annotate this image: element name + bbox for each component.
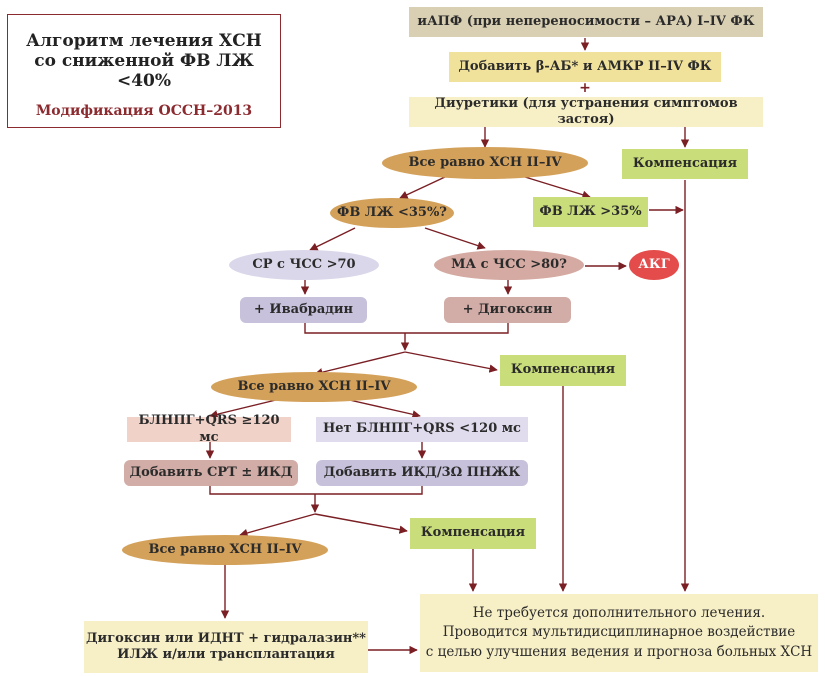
node-no-treatment-line2: Проводится мультидисциплинарное воздейст…: [442, 624, 796, 641]
node-add-ba-label: Добавить β-АБ* и АМКР II–IV ФК: [458, 58, 712, 74]
node-ma-hr-label: МА с ЧСС >80?: [451, 256, 567, 272]
node-add-ba: Добавить β-АБ* и АМКР II–IV ФК: [449, 52, 721, 82]
arrow-merge-to-comp2: [404, 351, 498, 373]
node-compensation-2: Компенсация: [500, 355, 626, 386]
node-akg-label: АКГ: [638, 256, 670, 272]
plus-sign-label: +: [579, 80, 591, 97]
node-iapf: иАПФ (при непереносимости – АРА) I–IV ФК: [409, 7, 763, 37]
arrow-merge2-to-still3: [239, 513, 316, 538]
node-akg: АКГ: [629, 250, 679, 280]
node-no-treatment-line3: с целью улучшения ведения и прогноза бол…: [425, 643, 813, 660]
node-fv-question: ФВ ЛЖ <35%?: [330, 198, 454, 228]
node-still-hsn-1: Все равно ХСН II–IV: [382, 147, 588, 179]
node-final-options-line2: ИЛЖ и/или трансплантация: [117, 647, 335, 662]
arrow-still2-to-no: [344, 398, 421, 419]
node-diuretics-label: Диуретики (для устранения симптомов заст…: [434, 95, 738, 127]
node-ivabradin-label: + Ивабрадин: [253, 301, 354, 317]
node-final-options: Дигоксин или ИДНТ + гидралазин** ИЛЖ и/и…: [84, 621, 368, 673]
title-box: Алгоритм лечения ХСН со сниженной ФВ ЛЖ …: [7, 14, 281, 128]
diagram-subtitle: Модификация ОССН–2013: [35, 103, 253, 119]
node-fv-question-label: ФВ ЛЖ <35%?: [337, 204, 447, 220]
node-still-hsn-1-label: Все равно ХСН II–IV: [408, 154, 562, 170]
node-blnpg-qrs: БЛНПГ+QRS ≥120 мс: [127, 413, 291, 445]
node-compensation-2-label: Компенсация: [510, 362, 616, 378]
node-still-hsn-2-label: Все равно ХСН II–IV: [237, 378, 391, 394]
node-diuretics: Диуретики (для устранения симптомов заст…: [409, 95, 763, 127]
node-digoxin: + Дигоксин: [444, 297, 571, 323]
merge-line-upper: [304, 323, 509, 334]
arrow-still1-to-fvq: [399, 176, 446, 199]
node-digoxin-label: + Дигоксин: [462, 301, 553, 317]
node-ivabradin: + Ивабрадин: [240, 297, 367, 323]
plus-sign: +: [575, 80, 595, 97]
arrow-fvq-to-sr: [309, 227, 356, 251]
diagram-title-line2: со сниженной ФВ ЛЖ <40%: [34, 51, 254, 91]
merge-line-lower: [209, 486, 423, 495]
node-still-hsn-3-label: Все равно ХСН II–IV: [148, 541, 302, 557]
node-sr-hr-label: СР с ЧСС >70: [252, 256, 356, 272]
node-add-ikd-label: Добавить ИКД/3Ω ПНЖК: [323, 464, 521, 480]
node-add-ikd: Добавить ИКД/3Ω ПНЖК: [316, 460, 528, 486]
node-compensation-1-label: Компенсация: [632, 155, 738, 171]
node-compensation-1: Компенсация: [622, 149, 748, 179]
node-sr-hr: СР с ЧСС >70: [229, 250, 379, 280]
node-still-hsn-2: Все равно ХСН II–IV: [211, 372, 417, 402]
arrow-merge2-to-comp3: [314, 513, 408, 534]
node-ma-hr: МА с ЧСС >80?: [434, 250, 584, 280]
node-final-options-line1: Дигоксин или ИДНТ + гидралазин**: [86, 630, 366, 646]
node-no-treatment-line1: Не требуется дополнительного лечения.: [472, 604, 766, 621]
node-compensation-3: Компенсация: [410, 518, 536, 549]
node-no-blnpg: Нет БЛНПГ+QRS <120 мс: [316, 417, 528, 442]
node-still-hsn-3: Все равно ХСН II–IV: [122, 535, 328, 565]
arrow-fvq-to-ma: [424, 227, 486, 250]
node-no-treatment: Не требуется дополнительного лечения. Пр…: [420, 594, 818, 672]
node-add-crt: Добавить СРТ ± ИКД: [124, 460, 298, 486]
arrow-merge-to-still2: [314, 351, 406, 377]
node-blnpg-qrs-label: БЛНПГ+QRS ≥120 мс: [138, 413, 280, 445]
arrow-still2-to-blnpg: [209, 398, 281, 419]
diagram-title-line1: Алгоритм лечения ХСН: [26, 31, 262, 51]
node-compensation-3-label: Компенсация: [420, 525, 526, 541]
node-fv-over-label: ФВ ЛЖ >35%: [539, 203, 642, 219]
node-iapf-label: иАПФ (при непереносимости – АРА) I–IV ФК: [417, 13, 755, 29]
node-fv-over: ФВ ЛЖ >35%: [533, 197, 648, 227]
node-no-blnpg-label: Нет БЛНПГ+QRS <120 мс: [323, 421, 521, 437]
node-add-crt-label: Добавить СРТ ± ИКД: [129, 464, 293, 480]
arrow-still1-to-fvover: [524, 176, 591, 199]
